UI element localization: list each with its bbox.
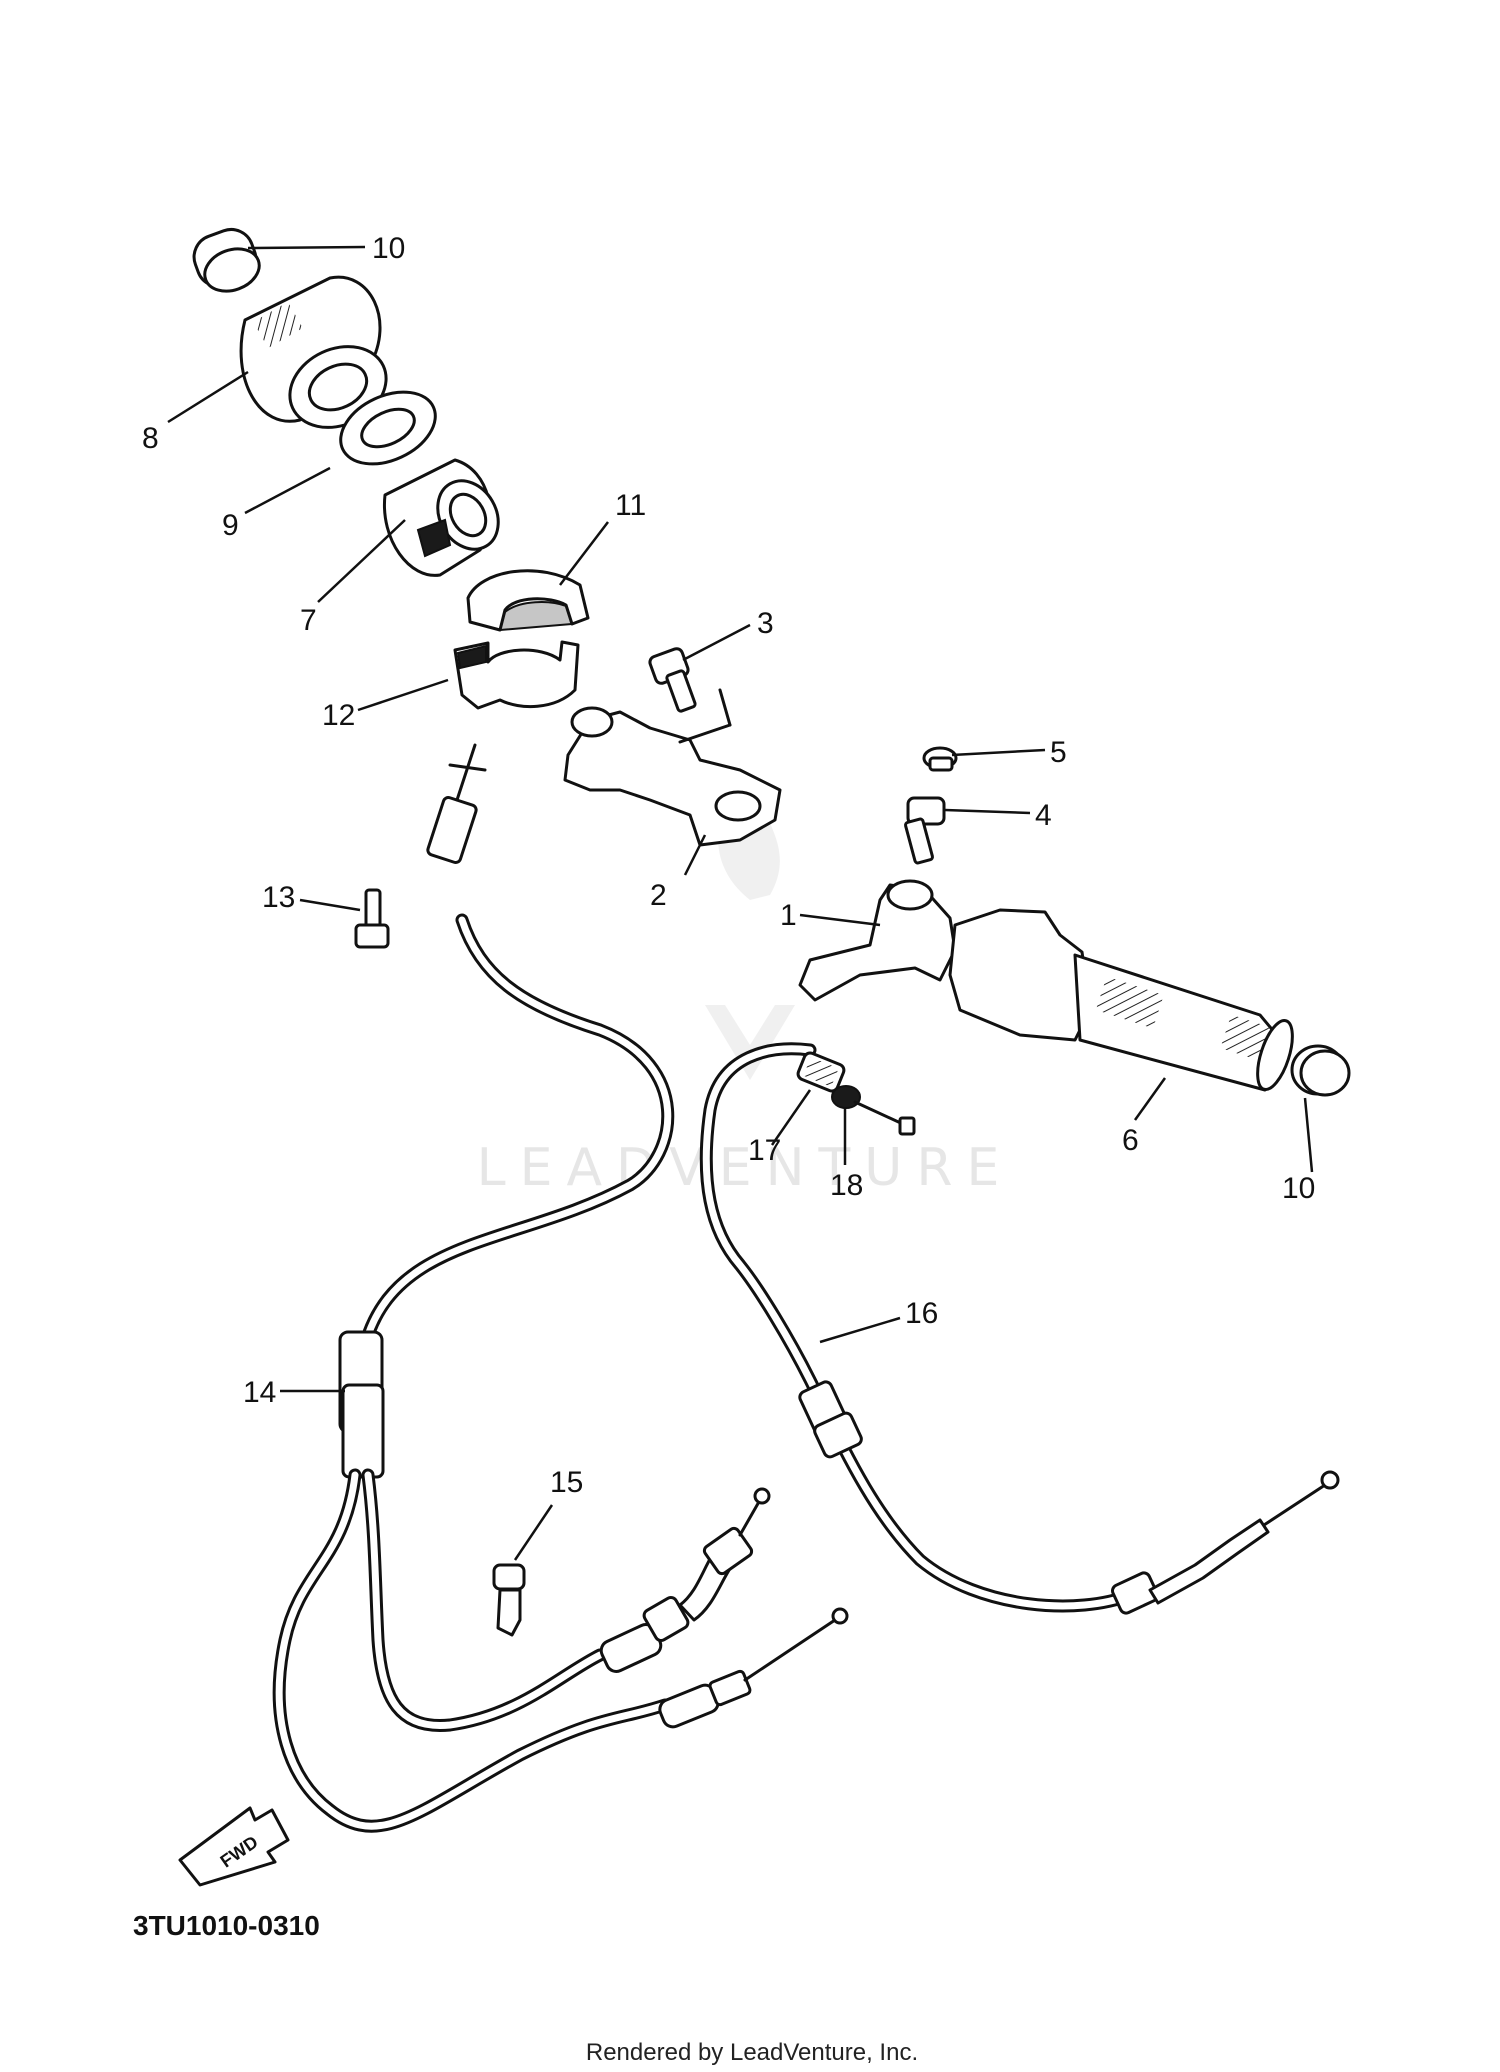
callout-10-top: 10 [372, 232, 405, 265]
part-18-screw [831, 1085, 916, 1136]
callout-7: 7 [300, 604, 317, 637]
callout-2: 2 [650, 879, 667, 912]
part-12-housing-lower [453, 640, 580, 710]
callout-3: 3 [757, 607, 774, 640]
footer-credit: Rendered by LeadVenture, Inc. [586, 2039, 918, 2066]
callout-15: 15 [550, 1466, 583, 1499]
callout-12: 12 [322, 699, 355, 732]
part-2-lever-bracket [563, 688, 782, 847]
callout-13: 13 [262, 881, 295, 914]
callout-10-right: 10 [1282, 1172, 1315, 1205]
part-17-adjuster [796, 1051, 846, 1093]
part-13-screw [354, 888, 390, 949]
part-15-clamp [492, 1563, 526, 1637]
callout-16: 16 [905, 1297, 938, 1330]
part-4-bolt [904, 796, 946, 865]
callout-1: 1 [780, 899, 797, 932]
fwd-arrow-icon: FWD [178, 1806, 290, 1887]
part-7-throttle-tube [382, 458, 500, 577]
callout-labels: 10 8 9 7 11 12 3 5 4 13 2 1 6 10 17 18 1… [142, 232, 1315, 1499]
watermark-text: LEADVENTURE [477, 1138, 1014, 1198]
part-3-bolt [648, 647, 697, 713]
watermark: LEADVENTURE [477, 785, 1014, 1198]
diagram-code: 3TU1010-0310 [133, 1910, 320, 1941]
cable-14 [272, 913, 849, 1833]
part-11-housing-upper [466, 569, 590, 632]
part-5-nut [922, 746, 958, 772]
callout-5: 5 [1050, 736, 1067, 769]
part-9-ring [339, 390, 437, 466]
cable-end-upper [426, 743, 487, 864]
cable-16 [699, 1042, 1340, 1615]
part-6-left-grip [948, 908, 1294, 1092]
callout-4: 4 [1035, 799, 1052, 832]
leader-lines [167, 245, 1314, 1561]
callout-8: 8 [142, 422, 159, 455]
part-1-clutch-lever [798, 879, 957, 1002]
callout-18: 18 [830, 1169, 863, 1202]
callout-17: 17 [748, 1134, 781, 1167]
callout-11: 11 [615, 489, 646, 522]
callout-9: 9 [222, 509, 239, 542]
callout-6: 6 [1122, 1124, 1139, 1157]
part-10-cap-top [192, 228, 261, 293]
callout-14: 14 [243, 1376, 276, 1409]
part-10-cap-right [1290, 1044, 1351, 1097]
